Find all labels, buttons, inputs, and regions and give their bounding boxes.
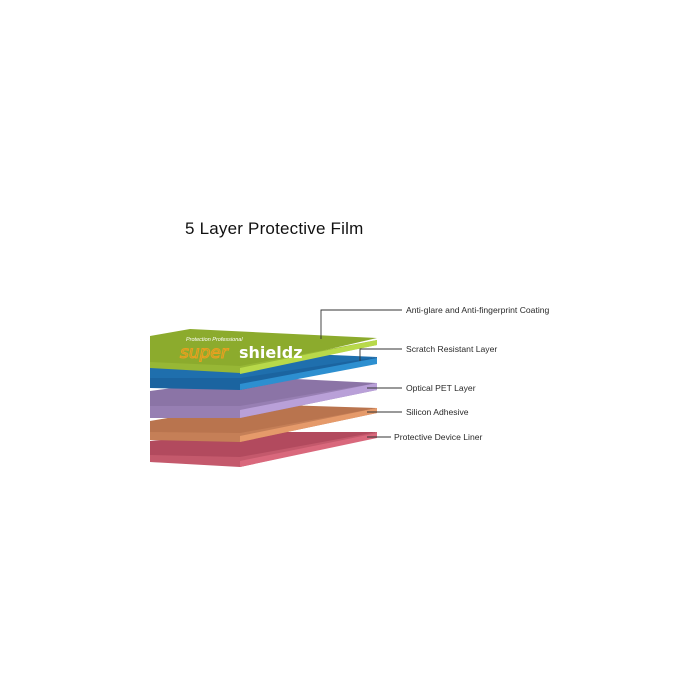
label-optical-pet: Optical PET Layer	[406, 383, 476, 393]
leader-lines	[320, 309, 402, 438]
brand-logo: Protection Professional super shieldz	[179, 337, 303, 364]
label-protective-device-liner: Protective Device Liner	[394, 432, 483, 442]
brand-name-shieldz: shieldz	[239, 343, 303, 362]
label-scratch-resistant: Scratch Resistant Layer	[406, 344, 498, 354]
brand-name-super: super	[180, 343, 229, 363]
leader-scratch	[359, 348, 402, 361]
diagram-title: 5 Layer Protective Film	[185, 219, 364, 238]
layer-anti-glare	[150, 329, 377, 374]
leader-anti-glare	[320, 309, 402, 339]
brand-tagline: Protection Professional	[186, 337, 243, 343]
label-anti-glare: Anti-glare and Anti-fingerprint Coating	[406, 305, 550, 315]
label-silicon-adhesive: Silicon Adhesive	[406, 407, 469, 417]
